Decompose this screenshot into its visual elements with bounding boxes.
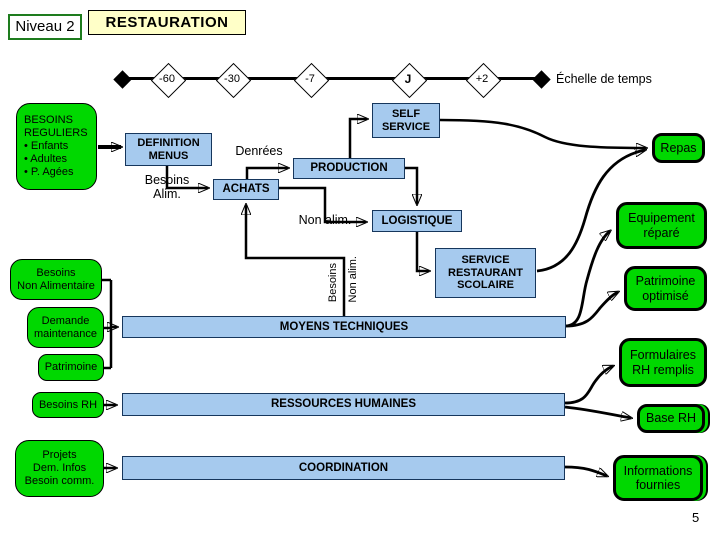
timeline-milestone-label: -60 — [159, 73, 175, 85]
timeline-milestone-label: J — [404, 72, 412, 86]
input-besoins-rh: Besoins RH — [32, 392, 104, 418]
timeline-start-marker — [112, 69, 132, 89]
arrow-rh-to-baserh — [564, 405, 631, 418]
label-denrees: Denrées — [235, 144, 283, 158]
arrow-achats-to-production — [245, 168, 288, 179]
arrow-rh-to-formulaires — [564, 366, 613, 405]
process-moyens-techniques: MOYENS TECHNIQUES — [122, 316, 566, 338]
arrow-selfservice-to-repas — [439, 118, 646, 148]
process-achats: ACHATS — [213, 179, 279, 200]
timeline-axis — [122, 77, 541, 80]
label-non-alim: Non alim. — [298, 213, 352, 227]
timeline-milestone-label: +2 — [475, 73, 489, 85]
timeline-end-marker — [531, 69, 551, 89]
process-logistique: LOGISTIQUE — [372, 210, 462, 232]
arrow-coordination-to-informations — [564, 465, 607, 478]
arrow-moyens-to-patrimoine-optimise — [565, 292, 618, 328]
output-base-rh: Base RH — [637, 404, 705, 433]
arrow-logistique-to-service — [415, 232, 429, 271]
input-patrimoine: Patrimoine — [38, 354, 104, 381]
arrow-production-to-selfservice — [348, 119, 367, 158]
arrow-production-to-logistique — [405, 166, 417, 204]
level-badge: Niveau 2 — [8, 14, 82, 40]
label-vertical-besoins: Besoins — [327, 263, 339, 303]
process-coordination: COORDINATION — [122, 456, 565, 480]
output-repas: Repas — [652, 133, 705, 163]
timeline-milestone-label: -30 — [224, 73, 240, 85]
process-ressources-humaines: RESSOURCES HUMAINES — [122, 393, 565, 416]
page-number: 5 — [692, 510, 700, 525]
timeline-milestone-label: -7 — [305, 73, 315, 85]
process-production: PRODUCTION — [293, 158, 405, 179]
arrow-moyens-to-equipement — [565, 231, 610, 328]
slide-title: RESTAURATION — [88, 10, 246, 35]
timeline-caption: Échelle de temps — [556, 72, 652, 86]
label-vertical-non-alim: Non alim. — [347, 256, 359, 303]
